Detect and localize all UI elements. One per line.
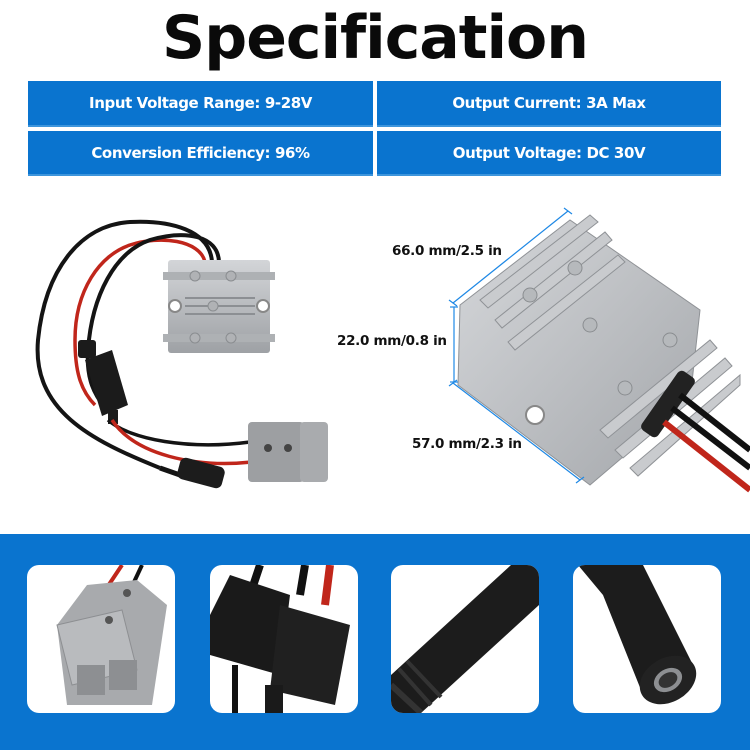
dimension-lines: [448, 207, 585, 484]
dimension-length: 66.0 mm/2.5 in: [392, 243, 502, 259]
detail-gallery: [0, 534, 750, 750]
gallery-card-barrel-jack: [573, 565, 721, 713]
aluminum-heatsink-module-icon: [457, 214, 750, 493]
dimension-width: 57.0 mm/2.3 in: [412, 436, 522, 452]
anderson-connector-icon: [56, 565, 167, 705]
spec-output-voltage: Output Voltage: DC 30V: [377, 131, 721, 176]
gallery-card-strain-relief: [391, 565, 539, 713]
spec-table: Input Voltage Range: 9-28V Output Curren…: [28, 81, 721, 176]
page-title: Specification: [162, 3, 589, 73]
gallery-card-fuse: [210, 565, 358, 713]
converter-with-cables-icon: [35, 219, 328, 489]
cable-strain-relief-icon: [391, 565, 539, 713]
product-diagram: 66.0 mm/2.5 in 22.0 mm/0.8 in 57.0 mm/2.…: [0, 185, 750, 530]
spec-input-voltage: Input Voltage Range: 9-28V: [28, 81, 373, 127]
spec-output-current: Output Current: 3A Max: [377, 81, 721, 127]
dc-barrel-jack-icon: [578, 565, 697, 705]
dimension-height: 22.0 mm/0.8 in: [337, 333, 447, 349]
inline-fuse-holder-icon: [210, 565, 350, 713]
spec-efficiency: Conversion Efficiency: 96%: [28, 131, 373, 176]
gallery-card-anderson: [27, 565, 175, 713]
